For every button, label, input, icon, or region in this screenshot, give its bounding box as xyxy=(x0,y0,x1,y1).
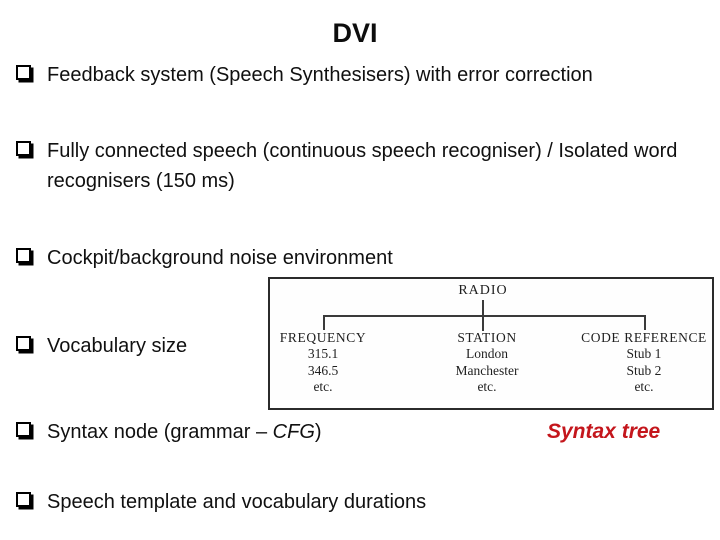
tree-item: etc. xyxy=(634,379,654,394)
tree-item: etc. xyxy=(313,379,333,394)
tree-item: Stub 1 xyxy=(626,346,662,361)
bullet-item-speech-template: Speech template and vocabulary durations xyxy=(16,487,426,517)
bullet-text-italic: CFG xyxy=(272,421,315,443)
tree-root-label: RADIO xyxy=(458,283,508,298)
tree-item: Manchester xyxy=(455,362,519,378)
tree-column-frequency: FREQUENCY 315.1 346.5 etc. xyxy=(273,330,373,396)
syntax-tree-label: Syntax tree xyxy=(547,420,661,443)
checkbox-bullet-icon xyxy=(16,422,31,437)
tree-item: 315.1 xyxy=(307,346,339,361)
tree-column-header: STATION xyxy=(457,330,517,345)
tree-item: Stub 2 xyxy=(626,362,662,378)
checkbox-bullet-icon xyxy=(16,492,31,507)
bullet-text-prefix: Syntax node (grammar – xyxy=(47,421,273,443)
tree-item: London xyxy=(466,346,508,361)
bullet-text: Fully connected speech (continuous speec… xyxy=(47,140,678,192)
bullet-text: Vocabulary size xyxy=(47,335,188,357)
bullet-item-cockpit-noise: Cockpit/background noise environment xyxy=(16,243,393,273)
bullet-item-vocabulary-size: Vocabulary size xyxy=(16,331,187,361)
bullet-text: Syntax node (grammar – CFG) xyxy=(47,417,322,447)
checkbox-bullet-icon xyxy=(16,336,31,351)
tree-connector-line xyxy=(644,315,646,330)
bullet-item-syntax-node: Syntax node (grammar – CFG) xyxy=(16,417,322,447)
bullet-item-feedback: Feedback system (Speech Synthesisers) wi… xyxy=(16,60,593,90)
slide-title: DVI xyxy=(332,18,378,48)
tree-connector-line xyxy=(323,315,325,330)
tree-column-header: FREQUENCY xyxy=(279,330,367,345)
tree-item: 346.5 xyxy=(307,362,339,378)
checkbox-bullet-icon xyxy=(16,141,31,156)
tree-column-header: CODE REFERENCE xyxy=(581,330,707,345)
checkbox-bullet-icon xyxy=(16,65,31,80)
radio-syntax-tree-diagram: RADIO FREQUENCY 315.1 346.5 etc. STATION… xyxy=(268,277,714,410)
tree-column-station: STATION London Manchester etc. xyxy=(427,330,547,396)
bullet-text-suffix: ) xyxy=(314,421,322,443)
tree-item: etc. xyxy=(477,379,497,394)
checkbox-bullet-icon xyxy=(16,248,31,263)
bullet-text: Speech template and vocabulary durations xyxy=(47,491,427,513)
bullet-item-fully-connected: Fully connected speech (continuous speec… xyxy=(16,136,695,196)
bullet-text: Feedback system (Speech Synthesisers) wi… xyxy=(47,64,593,86)
tree-column-code-reference: CODE REFERENCE Stub 1 Stub 2 etc. xyxy=(569,330,719,396)
tree-connector-line xyxy=(323,315,645,317)
bullet-text: Cockpit/background noise environment xyxy=(47,247,393,269)
